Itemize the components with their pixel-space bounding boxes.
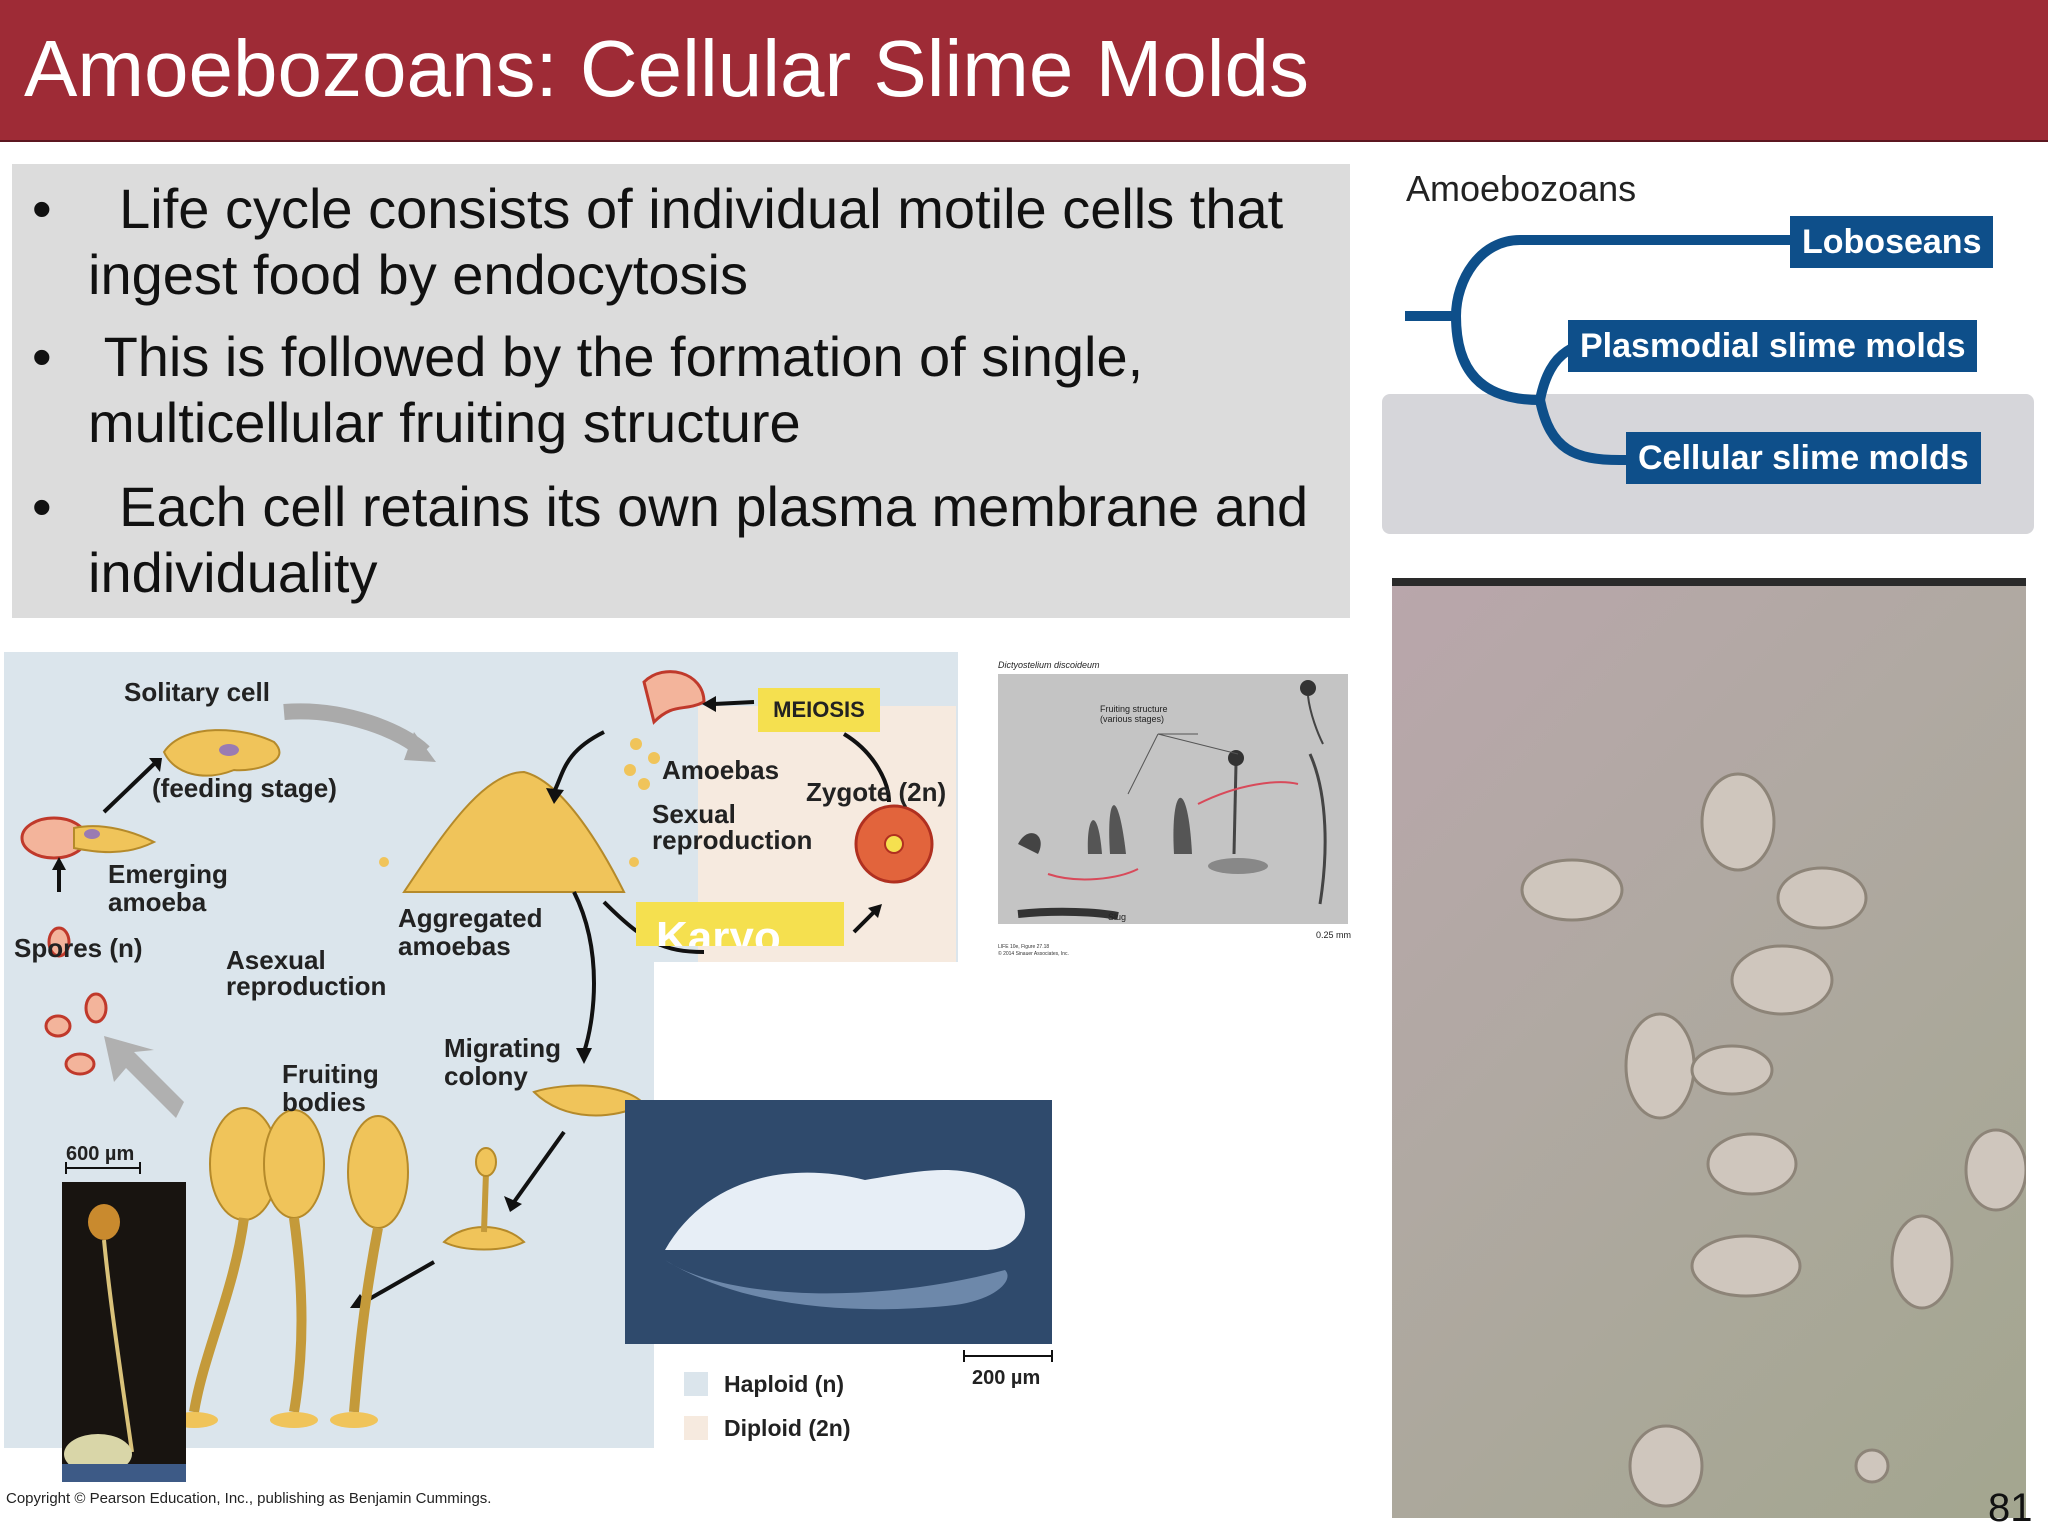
dicty-figure-ref: LIFE 10e, Figure 27.18 (998, 944, 1050, 950)
label-asexual: Asexual (226, 945, 326, 975)
label-solitary-cell: Solitary cell (124, 677, 270, 707)
karyogamy-label-box: Karyo (636, 902, 844, 946)
tree-label-plasmodial: Plasmodial slime molds (1568, 320, 1978, 372)
legend-haploid: Haploid (n) (724, 1371, 845, 1397)
karyogamy-label: Karyo (656, 913, 781, 947)
label-migrating: Migrating (444, 1033, 561, 1063)
bullet-item: • Each cell retains its own plasma membr… (32, 474, 1332, 614)
dicty-scale: 0.25 mm (1316, 930, 1352, 940)
label-sexual-reproduction: reproduction (652, 825, 813, 855)
label-amoeba: amoeba (108, 887, 207, 917)
tree-label-cellular: Cellular slime molds (1626, 432, 1981, 484)
legend-swatch-diploid (684, 1416, 708, 1440)
label-fruiting: Fruiting (282, 1059, 379, 1089)
bullet-marker: • (32, 475, 52, 538)
life-cycle-illustration (20, 670, 934, 1428)
label-zygote: Zygote (2n) (806, 777, 947, 807)
scale-600: 600 µm (66, 1143, 135, 1165)
scale-200: 200 µm (972, 1367, 1041, 1389)
dicty-caption: Dictyostelium discoideum (998, 660, 1100, 670)
label-colony: colony (444, 1061, 528, 1091)
tree-label-loboseans: Loboseans (1790, 216, 1994, 268)
fruiting-body-photo (62, 1182, 186, 1482)
slug-photo (625, 1100, 1052, 1344)
bullet-item: • Life cycle consists of individual moti… (32, 176, 1332, 316)
bullet-list: • Life cycle consists of individual moti… (12, 164, 1350, 618)
tree-title: Amoebozoans (1406, 168, 1637, 209)
amoeba-micrograph (1392, 578, 2028, 1518)
label-aggregated-amoebas: amoebas (398, 931, 511, 961)
legend-diploid: Diploid (2n) (724, 1415, 851, 1441)
slide-title: Amoebozoans: Cellular Slime Molds (24, 24, 1309, 113)
title-bar (0, 0, 2048, 142)
dicty-fruiting-label: Fruiting structure (1100, 704, 1168, 714)
label-bodies: bodies (282, 1087, 366, 1117)
bullet-item: • This is followed by the formation of s… (32, 324, 1332, 464)
legend-swatch-haploid (684, 1372, 708, 1396)
bullet-marker: • (32, 177, 52, 240)
dicty-fruiting-sub: (various stages) (1100, 714, 1165, 724)
label-sexual: Sexual (652, 799, 736, 829)
bullet-text: Life cycle consists of individual motile… (88, 177, 1299, 306)
bullet-marker: • (32, 325, 52, 388)
label-amoebas-top: Amoebas (662, 755, 780, 785)
dicty-slug-label: Slug (1108, 912, 1127, 922)
dicty-photo (998, 674, 1348, 924)
bullet-text: This is followed by the formation of sin… (88, 325, 1159, 454)
label-emerging: Emerging (108, 859, 228, 889)
label-feeding-stage: (feeding stage) (152, 773, 337, 803)
meiosis-label: MEIOSIS (758, 688, 880, 732)
label-asexual-reproduction: reproduction (226, 971, 387, 1001)
scale-bar-200 (963, 1350, 1053, 1362)
page-number: 81 (1988, 1486, 2033, 1530)
dicty-figure-copy: © 2014 Sinauer Associates, Inc. (998, 951, 1069, 957)
bullet-text: Each cell retains its own plasma membran… (88, 475, 1324, 604)
label-spores: Spores (n) (14, 933, 143, 963)
copyright-notice: Copyright © Pearson Education, Inc., pub… (6, 1490, 492, 1507)
label-aggregated: Aggregated (398, 903, 543, 933)
